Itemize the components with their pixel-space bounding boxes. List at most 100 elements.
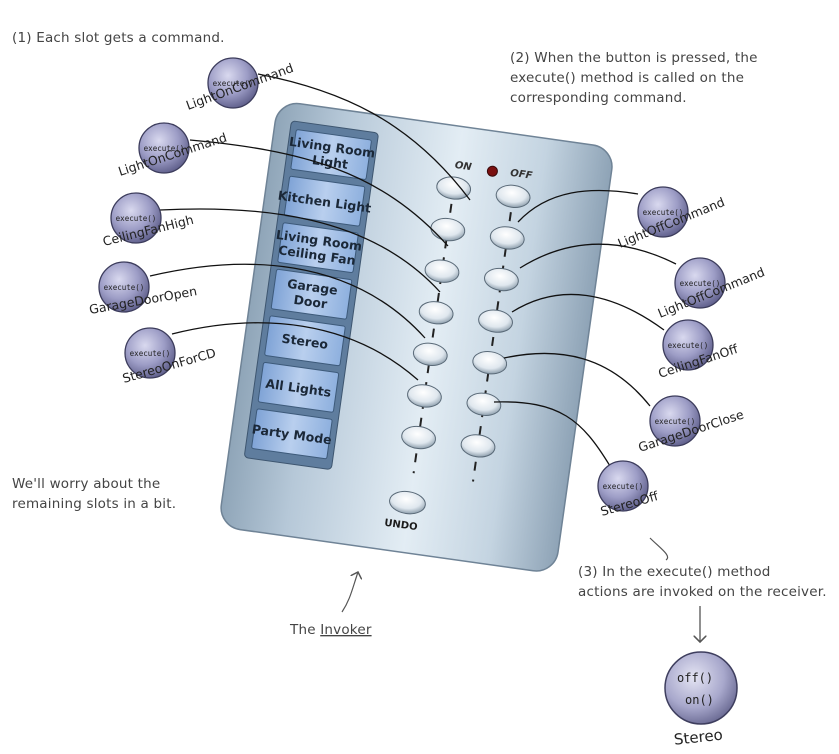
undo-button[interactable]	[388, 489, 427, 516]
wire-5	[171, 322, 419, 381]
invoker-word: Invoker	[320, 622, 372, 638]
off-column-line	[472, 194, 515, 482]
wire-9	[503, 352, 651, 407]
off-button-1[interactable]	[495, 183, 532, 210]
invoker-arrow	[341, 572, 358, 613]
off-label: OFF	[510, 168, 534, 182]
command-circle	[124, 327, 176, 379]
wire-2	[189, 139, 449, 247]
command-circle	[138, 122, 190, 174]
slot-6: All Lights	[257, 361, 340, 413]
note-remaining-line-1: We'll worry about the	[12, 476, 160, 492]
command-method: execute()	[680, 279, 721, 288]
slot-face	[290, 129, 372, 180]
note-remaining-slots: We'll worry about the remaining slots in…	[12, 476, 176, 512]
command-circle	[674, 257, 726, 309]
slot-label: Garage	[286, 276, 338, 298]
slot-face	[251, 408, 333, 460]
command-method: execute()	[643, 208, 684, 217]
slot-2: Kitchen Light	[277, 175, 372, 227]
wire-4	[149, 263, 426, 339]
slot-4: GarageDoor	[270, 268, 353, 320]
on-button-5[interactable]	[412, 341, 449, 368]
receiver-method-off: off()	[677, 671, 713, 685]
wire-8	[511, 293, 665, 331]
note-execute-method: (3) In the execute() method actions are …	[578, 564, 827, 600]
off-button-4[interactable]	[477, 308, 514, 335]
command-circle	[110, 192, 162, 244]
slot-label: Light	[311, 152, 349, 172]
invoker-label: The Invoker	[289, 622, 372, 638]
wire-10	[493, 401, 611, 467]
command-method: execute()	[603, 482, 644, 491]
slot-7: Party Mode	[251, 408, 333, 460]
wire-6	[517, 189, 639, 223]
note-execute-line-1: (3) In the execute() method	[578, 564, 771, 580]
note-each-slot: (1) Each slot gets a command.	[12, 30, 225, 46]
command-left-5: execute()StereoOnForCD	[121, 327, 217, 386]
indicator-light	[486, 165, 498, 177]
slot-label: Door	[293, 292, 329, 312]
command-method: execute()	[655, 417, 696, 426]
on-button-1[interactable]	[435, 175, 472, 202]
slot-face	[264, 315, 346, 367]
command-circle	[662, 319, 714, 371]
undo-label: UNDO	[384, 518, 419, 534]
command-left-3: execute()CeilingFanHigh	[101, 192, 195, 249]
receiver-connector	[649, 537, 669, 561]
note-remaining-line-2: remaining slots in a bit.	[12, 496, 176, 512]
receiver-name: Stereo	[673, 726, 723, 749]
command-method: execute()	[104, 283, 145, 292]
off-button-2[interactable]	[489, 225, 526, 252]
off-button-6[interactable]	[466, 391, 503, 418]
on-label: ON	[454, 160, 473, 173]
on-button-2[interactable]	[429, 216, 466, 243]
wire-3	[159, 208, 441, 293]
command-right-3: execute()CeilingFanOff	[656, 319, 740, 381]
slot-face	[283, 175, 366, 227]
command-method: execute()	[668, 341, 709, 350]
command-right-5: execute()StereoOff	[597, 460, 660, 519]
receiver-stereo: off() on() Stereo	[664, 651, 738, 749]
on-button-6[interactable]	[406, 383, 443, 410]
command-left-2: execute()LightOnCommand	[116, 122, 229, 179]
on-button-7[interactable]	[400, 424, 437, 451]
slot-face	[277, 222, 359, 274]
note-button-pressed-line-1: (2) When the button is pressed, the	[510, 50, 758, 66]
note-execute-line-2: actions are invoked on the receiver.	[578, 584, 827, 600]
slot-label: Stereo	[281, 331, 330, 352]
command-method: execute()	[116, 214, 157, 223]
command-wires	[149, 73, 677, 467]
wire-7	[519, 243, 677, 269]
command-right-1: execute()LightOffCommand	[616, 186, 727, 251]
note-button-pressed: (2) When the button is pressed, the exec…	[510, 50, 762, 106]
on-column-line	[412, 185, 455, 474]
command-circle	[649, 395, 701, 447]
slot-5: Stereo	[264, 315, 346, 367]
receiver-circle	[664, 651, 738, 725]
off-button-3[interactable]	[483, 266, 520, 293]
command-right-4: execute()GarageDoorClose	[636, 395, 746, 455]
wire-1	[257, 73, 471, 201]
receiver-method-on: on()	[685, 693, 714, 707]
off-button-7[interactable]	[460, 433, 497, 460]
slot-face	[257, 361, 340, 413]
command-method: execute()	[213, 79, 254, 88]
on-button-3[interactable]	[424, 258, 461, 285]
command-left-1: execute()LightOnCommand	[184, 57, 295, 113]
command-circle	[597, 460, 649, 512]
command-circle	[637, 186, 689, 238]
on-button-4[interactable]	[418, 300, 455, 327]
note-button-pressed-line-3: corresponding command.	[510, 90, 687, 106]
command-right-2: execute()LightOffCommand	[656, 257, 767, 321]
command-method: execute()	[144, 144, 185, 153]
command-circle	[207, 57, 259, 109]
note-button-pressed-line-2: execute() method is called on the	[510, 70, 744, 86]
slot-face	[270, 268, 353, 320]
command-method: execute()	[130, 349, 171, 358]
off-button-5[interactable]	[471, 349, 508, 376]
invoker-prefix: The	[289, 622, 320, 638]
